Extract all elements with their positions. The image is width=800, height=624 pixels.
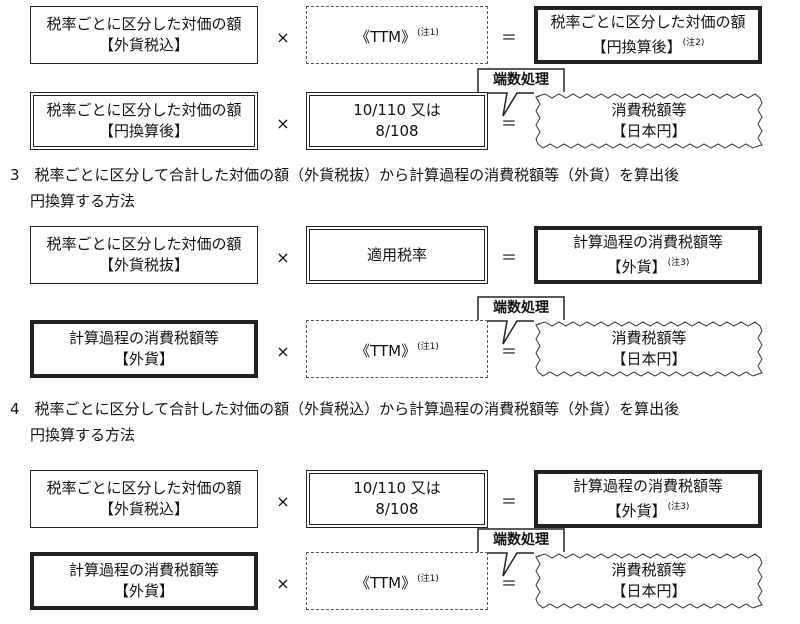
row4-right-box: 消費税額等 【日本円】 bbox=[534, 320, 764, 378]
row5-right-line1: 計算過程の消費税額等 bbox=[572, 477, 723, 495]
row4-equals: ＝ bbox=[500, 342, 517, 361]
row5-right-line2-wrap: 【外貨】(注3) bbox=[607, 497, 690, 522]
row4-times: × bbox=[276, 342, 290, 361]
row2-equals: ＝ bbox=[500, 114, 517, 133]
row2-right-line2: 【日本円】 bbox=[611, 122, 687, 140]
callout-2-label: 端数処理 bbox=[493, 300, 549, 316]
row5-left-box: 税率ごとに区分した対価の額 【外貨税込】 bbox=[30, 470, 258, 528]
row2-right-line1: 消費税額等 bbox=[611, 101, 687, 119]
row3-equals: ＝ bbox=[500, 248, 517, 267]
row1-right-line2: 【円換算後】 bbox=[591, 38, 682, 56]
row2-left-line2: 【円換算後】 bbox=[98, 122, 189, 140]
wavy-border bbox=[535, 321, 763, 377]
row3-right-box: 計算過程の消費税額等 【外貨】(注3) bbox=[534, 226, 762, 284]
row3-right-line1: 計算過程の消費税額等 bbox=[572, 233, 723, 251]
row6-left-line2: 【外貨】 bbox=[113, 582, 174, 600]
callout-1-label: 端数処理 bbox=[493, 72, 549, 88]
row5-right-note: (注3) bbox=[667, 502, 690, 512]
row5-mid-line2: 8/108 bbox=[375, 500, 419, 518]
wavy-border-path bbox=[535, 93, 763, 149]
wavy-border-path bbox=[535, 321, 763, 377]
row6-mid-note: (注1) bbox=[417, 573, 439, 584]
row6-mid-box: 《TTM》(注1) bbox=[306, 552, 488, 610]
row6-mid-text-wrap: 《TTM》(注1) bbox=[355, 569, 439, 594]
row3-times: × bbox=[276, 248, 290, 267]
row3-left-line2: 【外貨税抜】 bbox=[98, 256, 189, 274]
row4-left-line1: 計算過程の消費税額等 bbox=[68, 329, 219, 347]
row3-right-note: (注3) bbox=[667, 258, 690, 268]
row1-left-box: 税率ごとに区分した対価の額 【外貨税込】 bbox=[30, 6, 258, 64]
row4-mid-text: 《TTM》 bbox=[355, 341, 417, 360]
row6-right-box: 消費税額等 【日本円】 bbox=[534, 552, 764, 610]
row5-right-line2: 【外貨】 bbox=[606, 502, 667, 520]
rounding-callout-3: 端数処理 bbox=[477, 528, 565, 578]
row1-times: × bbox=[276, 28, 290, 47]
row5-left-line1: 税率ごとに区分した対価の額 bbox=[46, 479, 242, 497]
row6-equals: ＝ bbox=[500, 574, 517, 593]
row3-right-line2-wrap: 【外貨】(注3) bbox=[607, 253, 690, 278]
row1-right-line2-wrap: 【円換算後】(注2) bbox=[592, 33, 705, 58]
row2-left-box: 税率ごとに区分した対価の額 【円換算後】 bbox=[30, 92, 258, 150]
row4-mid-note: (注1) bbox=[417, 341, 439, 352]
row1-right-line1: 税率ごとに区分した対価の額 bbox=[550, 13, 746, 31]
row5-equals: ＝ bbox=[500, 492, 517, 511]
row2-left-line1: 税率ごとに区分した対価の額 bbox=[46, 101, 242, 119]
row3-mid-text: 適用税率 bbox=[366, 245, 427, 264]
row4-mid-box: 《TTM》(注1) bbox=[306, 320, 488, 378]
row5-times: × bbox=[276, 492, 290, 511]
row5-right-box: 計算過程の消費税額等 【外貨】(注3) bbox=[534, 470, 762, 528]
row6-left-box: 計算過程の消費税額等 【外貨】 bbox=[30, 552, 258, 610]
row4-left-line2: 【外貨】 bbox=[113, 350, 174, 368]
row1-mid-text: 《TTM》 bbox=[355, 27, 417, 46]
row1-equals: ＝ bbox=[500, 28, 517, 47]
row5-mid-box: 10/110 又は 8/108 bbox=[306, 470, 488, 528]
wavy-border-path bbox=[535, 553, 763, 609]
row2-mid-line1: 10/110 又は bbox=[353, 101, 441, 119]
row2-mid-line2: 8/108 bbox=[375, 122, 419, 140]
row2-mid-box: 10/110 又は 8/108 bbox=[306, 92, 488, 150]
row3-left-line1: 税率ごとに区分した対価の額 bbox=[46, 235, 242, 253]
section-3-heading-line1: 3 税率ごとに区分して合計した対価の額（外貨税抜）から計算過程の消費税額等（外貨… bbox=[10, 166, 680, 184]
row6-left-line1: 計算過程の消費税額等 bbox=[68, 561, 219, 579]
section-4-heading-line2: 円換算する方法 bbox=[30, 426, 136, 444]
row4-right-line2: 【日本円】 bbox=[611, 350, 687, 368]
row1-mid-box: 《TTM》(注1) bbox=[306, 6, 488, 64]
row5-mid-line1: 10/110 又は bbox=[353, 479, 441, 497]
row4-right-line1: 消費税額等 bbox=[611, 329, 687, 347]
section-3-heading-line2: 円換算する方法 bbox=[30, 192, 136, 210]
row1-mid-note: (注1) bbox=[417, 27, 439, 38]
row3-left-box: 税率ごとに区分した対価の額 【外貨税抜】 bbox=[30, 226, 258, 284]
row1-right-box: 税率ごとに区分した対価の額 【円換算後】(注2) bbox=[534, 6, 762, 64]
row2-times: × bbox=[276, 114, 290, 133]
row6-times: × bbox=[276, 574, 290, 593]
row4-mid-text-wrap: 《TTM》(注1) bbox=[355, 337, 439, 362]
row1-mid-text-wrap: 《TTM》(注1) bbox=[355, 23, 439, 48]
row1-left-line1: 税率ごとに区分した対価の額 bbox=[46, 15, 242, 33]
row1-left-line2: 【外貨税込】 bbox=[98, 36, 189, 54]
wavy-border bbox=[535, 93, 763, 149]
row6-right-line2: 【日本円】 bbox=[611, 582, 687, 600]
row2-right-box: 消費税額等 【日本円】 bbox=[534, 92, 764, 150]
row5-left-line2: 【外貨税込】 bbox=[98, 500, 189, 518]
callout-3-label: 端数処理 bbox=[493, 532, 549, 548]
row6-right-line1: 消費税額等 bbox=[611, 561, 687, 579]
rounding-callout-2: 端数処理 bbox=[477, 296, 565, 346]
row3-mid-box: 適用税率 bbox=[306, 226, 488, 284]
row3-right-line2: 【外貨】 bbox=[606, 258, 667, 276]
row1-right-note: (注2) bbox=[682, 38, 705, 48]
row4-left-box: 計算過程の消費税額等 【外貨】 bbox=[30, 320, 258, 378]
row6-mid-text: 《TTM》 bbox=[355, 573, 417, 592]
section-4-heading-line1: 4 税率ごとに区分して合計した対価の額（外貨税込）から計算過程の消費税額等（外貨… bbox=[10, 400, 680, 418]
wavy-border bbox=[535, 553, 763, 609]
